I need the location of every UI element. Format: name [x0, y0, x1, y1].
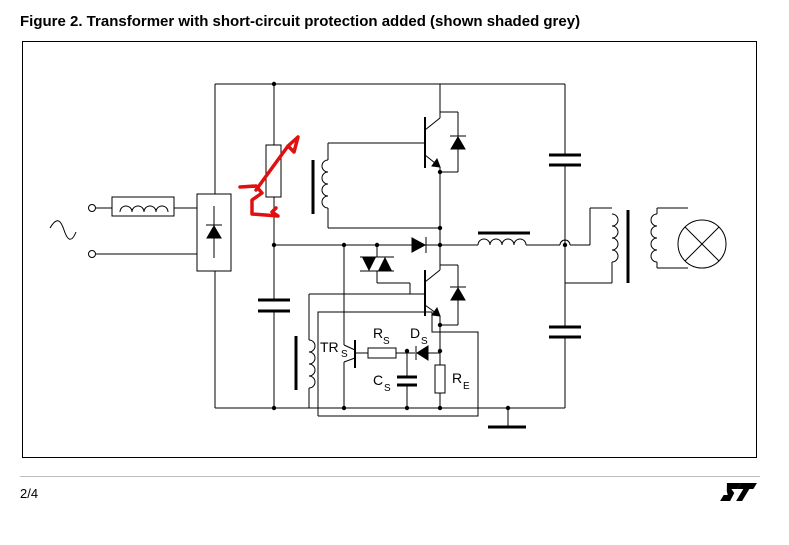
diagram-frame [22, 41, 757, 458]
upper-freewheel-diode [450, 135, 466, 150]
trigger-diac [360, 245, 425, 295]
ac-source [49, 204, 197, 258]
output-inductor [440, 231, 590, 246]
diode-sub: S [421, 336, 428, 347]
input-inductor [111, 196, 175, 217]
figure-title: Figure 2. Transformer with short-circuit… [20, 13, 581, 30]
page-number: 2/4 [20, 486, 39, 501]
resistor-e-label: R [452, 370, 462, 386]
capacitor-label: C [373, 372, 383, 388]
resonant-capacitors [549, 153, 581, 339]
capacitor-sub: S [384, 383, 391, 394]
upper-transistor [424, 84, 459, 245]
left-capacitor [258, 298, 290, 313]
lower-freewheel-diode [450, 286, 466, 301]
resistor-e-sub: E [463, 381, 470, 392]
lamp-icon [677, 219, 727, 269]
protection-block [317, 311, 479, 417]
lower-transistor [424, 245, 459, 408]
resistor-s-label: R [373, 325, 383, 341]
series-diode [411, 237, 427, 253]
upper-drive-winding [311, 142, 440, 229]
transistor-label: TR [320, 339, 339, 355]
bridge-rectifier [196, 193, 232, 272]
st-logo [720, 483, 757, 501]
resistor-s-sub: S [383, 336, 390, 347]
cs-capacitor [397, 375, 417, 387]
diode-label: D [410, 325, 420, 341]
footer-rule [20, 476, 760, 477]
transistor-sub: S [341, 349, 348, 360]
lower-drive-winding [294, 245, 410, 408]
junction-dots [271, 81, 568, 411]
red-annotation-mark [238, 135, 300, 218]
output-transformer [565, 207, 688, 284]
